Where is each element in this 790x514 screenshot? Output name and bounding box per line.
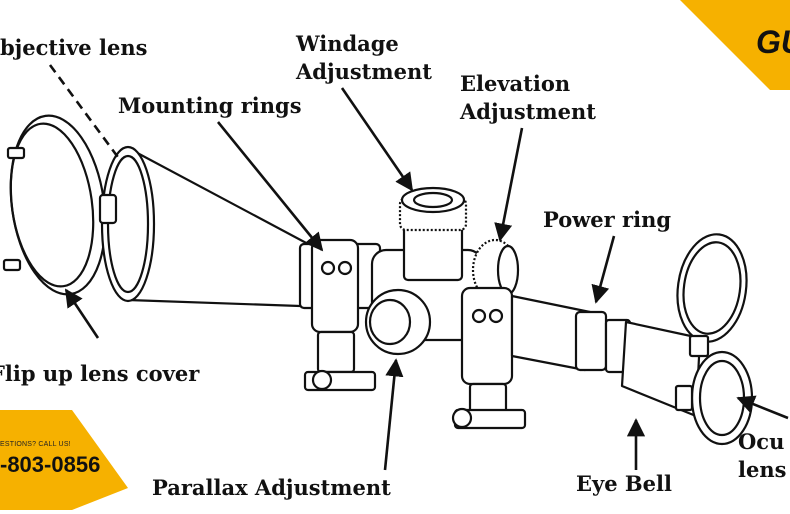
objective-lens-leader: [48, 64, 122, 161]
label-objective-lens: bjective lens: [0, 35, 148, 60]
label-eye-bell: Eye Bell: [576, 471, 672, 496]
objective-flip-cover: [2, 114, 107, 296]
elevation-leader: [494, 127, 524, 242]
ocular-lens-leader: [736, 395, 789, 420]
label-parallax-adjustment: Parallax Adjustment: [152, 475, 391, 500]
call-banner-caption: ESTIONS? CALL US!: [0, 441, 71, 448]
top-right-accent: [680, 0, 790, 90]
bottom-left-accent: [0, 410, 128, 510]
label-mounting-rings: Mounting rings: [118, 93, 302, 118]
label-windage-line1: Windage: [296, 31, 399, 56]
label-power-ring: Power ring: [543, 207, 672, 232]
windage-turret: [398, 186, 468, 282]
parallax-knob: [364, 288, 432, 356]
label-flip-up-lens-cover: Flip up lens cover: [0, 361, 200, 386]
objective-bell: [98, 145, 312, 308]
ocular-flip-cover: [674, 233, 754, 446]
power-ring: [574, 310, 632, 374]
elevation-turret: [471, 238, 520, 302]
label-elevation-line1: Elevation: [460, 71, 571, 96]
label-ocular-line1: Ocu: [738, 429, 785, 454]
flip-cover-leader: [64, 288, 100, 339]
front-mount-ring: [303, 238, 377, 392]
call-banner-phone[interactable]: -803-0856: [0, 452, 101, 477]
label-ocular-line2: lens: [738, 457, 787, 482]
mounting-rings-leader: [216, 121, 324, 252]
windage-leader: [340, 87, 414, 192]
label-windage-line2: Adjustment: [296, 59, 432, 84]
power-ring-leader: [591, 235, 616, 304]
brand-logo-text: GU: [756, 24, 790, 60]
label-elevation-line2: Adjustment: [460, 99, 596, 124]
parallax-leader: [383, 358, 404, 471]
